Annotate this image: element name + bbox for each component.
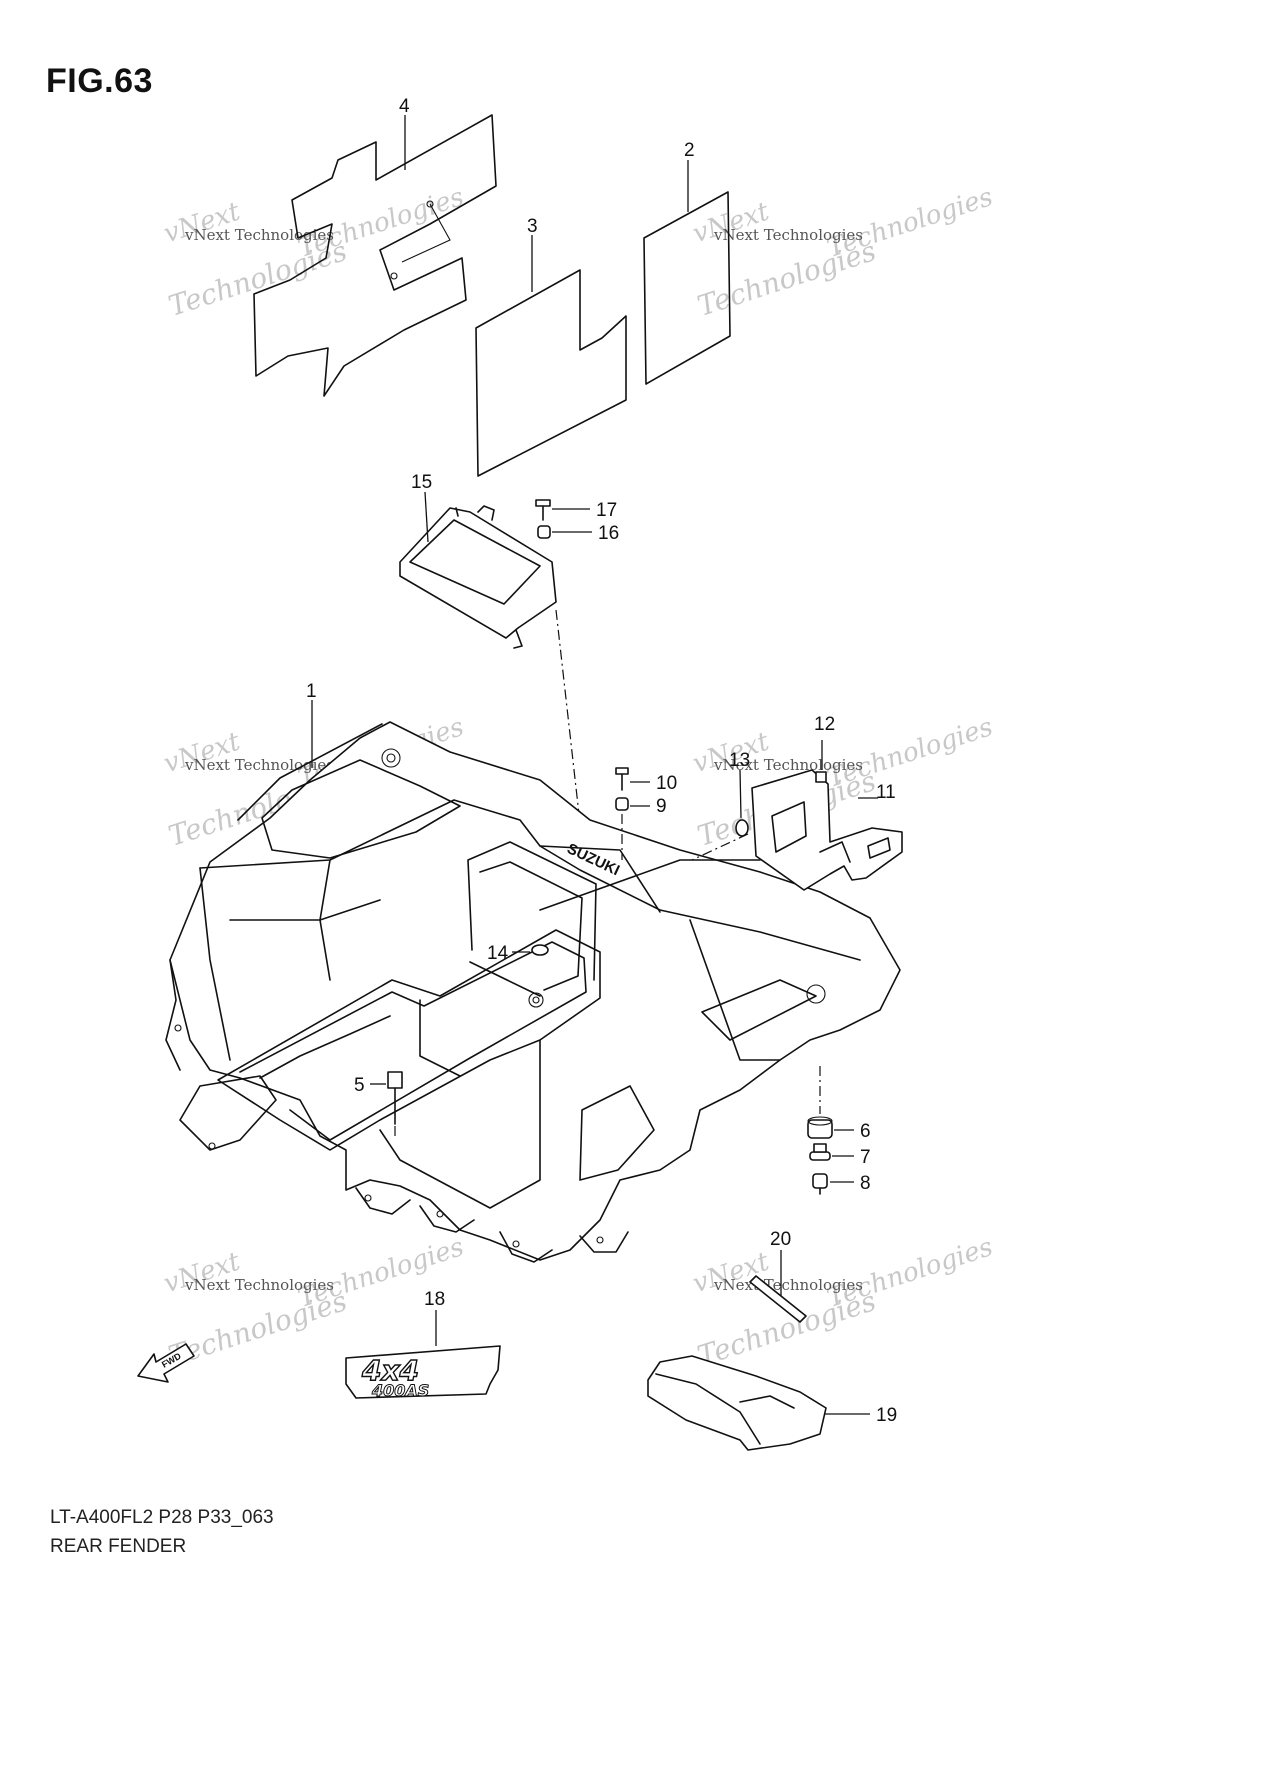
part-16-nut: [537, 525, 551, 539]
callout-4: 4: [399, 96, 410, 117]
part-14-cap: [531, 944, 549, 956]
part-6-grommet: [807, 1116, 833, 1139]
callout-5: 5: [354, 1075, 365, 1096]
callout-18: 18: [424, 1289, 445, 1310]
emblem-4x4-text: 4x4: [361, 1354, 419, 1387]
part-1-rear-fender: SUZUKI: [165, 721, 901, 1263]
figure-name-caption: REAR FENDER: [50, 1536, 187, 1557]
callout-2: 2: [684, 140, 695, 161]
part-17-screw: [535, 499, 551, 521]
callout-6: 6: [860, 1121, 871, 1142]
part-3-sheet: [475, 269, 627, 477]
part-10-screw: [615, 767, 629, 791]
callout-20: 20: [770, 1229, 791, 1250]
callout-1: 1: [306, 681, 317, 702]
part-8-bolt: [812, 1173, 828, 1195]
callout-12: 12: [814, 714, 835, 735]
model-code-caption: LT-A400FL2 P28 P33_063: [50, 1507, 274, 1528]
part-5-bolt: [387, 1071, 403, 1125]
callout-3: 3: [527, 216, 538, 237]
part-18-emblem: 4x4 400AS: [345, 1345, 501, 1401]
callout-14: 14: [487, 943, 509, 964]
callout-9: 9: [656, 796, 667, 817]
part-2-sheet: [643, 191, 731, 385]
callout-13: 13: [729, 750, 750, 771]
fwd-arrow-icon: FWD: [137, 1343, 195, 1383]
figure-title: FIG.63: [46, 62, 153, 100]
part-20-rod: [749, 1275, 807, 1323]
callout-17: 17: [596, 500, 617, 521]
callout-8: 8: [860, 1173, 871, 1194]
part-12-screw: [815, 771, 827, 783]
part-9-nut: [615, 797, 629, 811]
part-19-pad: [647, 1355, 827, 1451]
part-15-tray: [399, 505, 557, 649]
callout-10: 10: [656, 773, 677, 794]
part-11-bracket: [751, 769, 903, 891]
emblem-model-text: 400AS: [371, 1381, 429, 1400]
part-13-washer: [735, 819, 749, 837]
part-7-collar: [809, 1143, 831, 1161]
callout-11: 11: [876, 782, 896, 803]
callout-7: 7: [860, 1147, 871, 1168]
callout-16: 16: [598, 523, 619, 544]
part-4-sheet: [253, 114, 497, 397]
callout-15: 15: [411, 472, 432, 493]
callout-19: 19: [876, 1405, 897, 1426]
